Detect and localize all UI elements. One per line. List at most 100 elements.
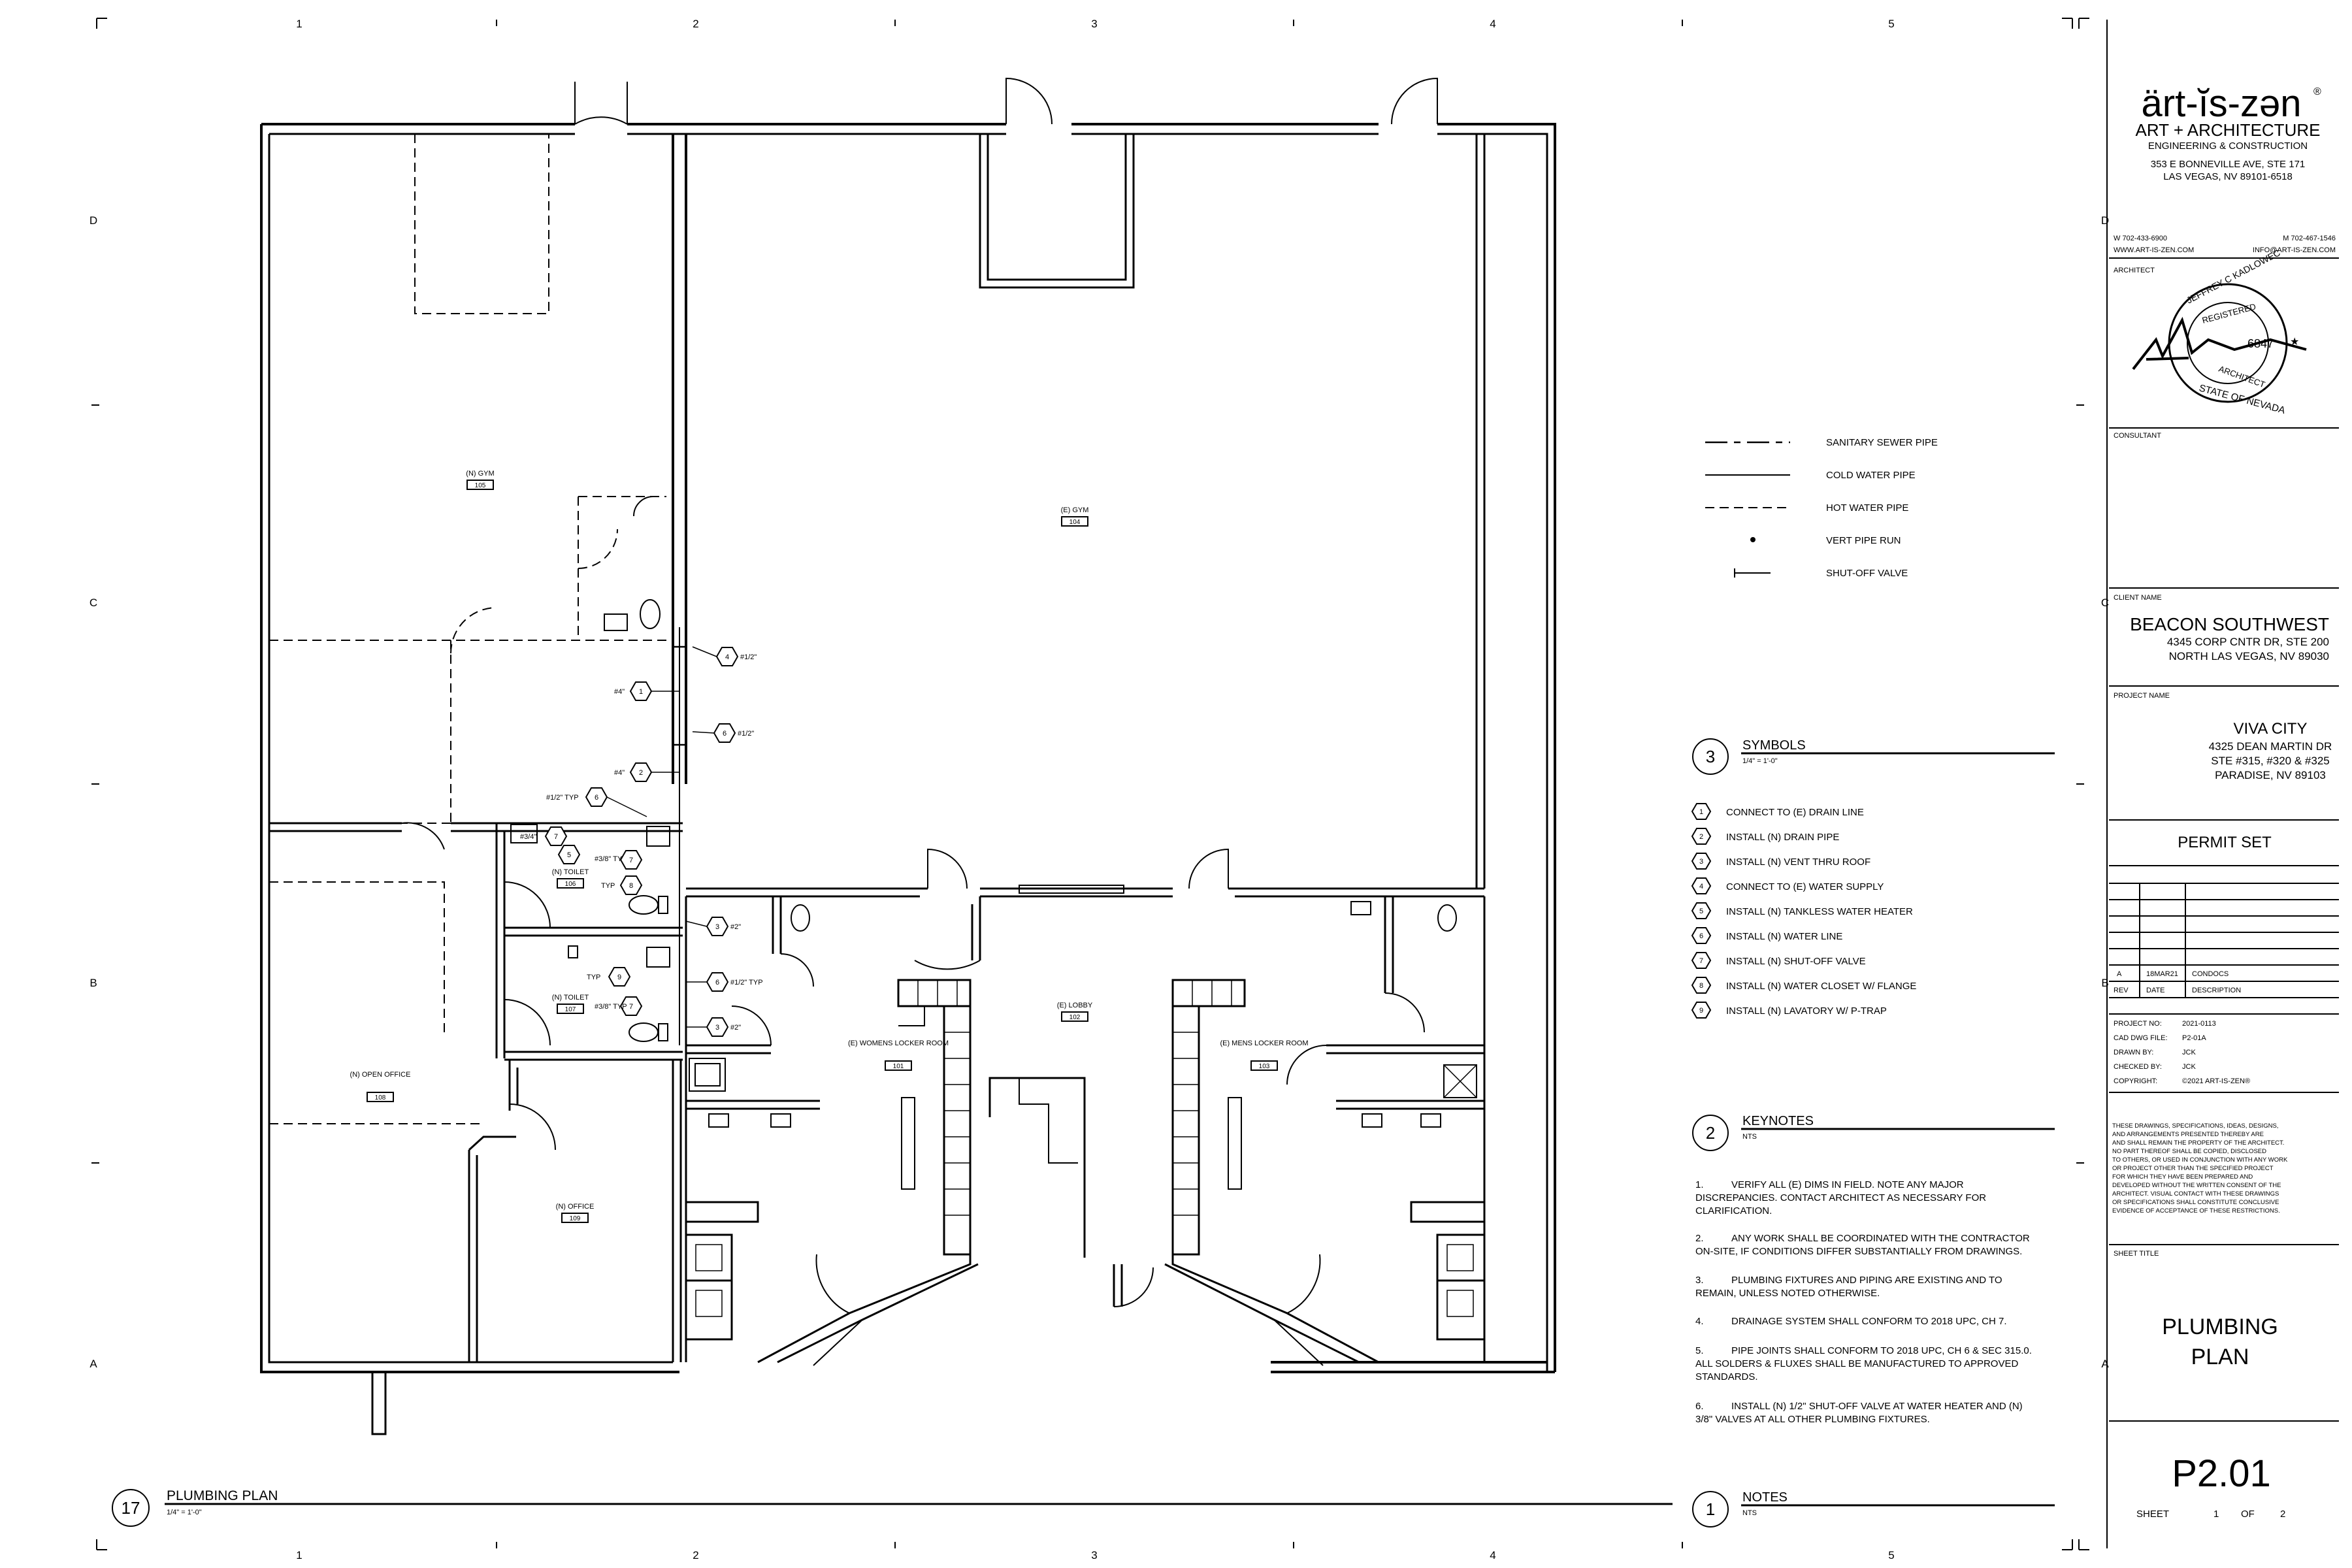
lavatory-existing	[1362, 1113, 1382, 1128]
detail-number: 2	[1706, 1123, 1715, 1143]
room-number-box	[557, 878, 584, 889]
shower-stalls	[686, 1233, 733, 1341]
door-swing	[815, 1254, 850, 1314]
project-address-2: STE #315, #320 & #325	[2211, 755, 2329, 767]
architect-label: ARCHITECT	[2114, 267, 2155, 274]
grid-col-label: 5	[1888, 18, 1894, 30]
disclaimer-line: DEVELOPED WITHOUT THE WRITTEN CONSENT OF…	[2112, 1182, 2281, 1189]
room-number: 108	[375, 1094, 386, 1102]
keynotes-title: KEYNOTES	[1742, 1114, 1814, 1128]
plumbing-callout: 8 TYP	[601, 875, 643, 895]
symbol-text: INSTALL (N) WATER CLOSET W/ FLANGE	[1726, 981, 1916, 992]
keynote-line: ON-SITE, IF CONDITIONS DIFFER SUBSTANTIA…	[1695, 1246, 2022, 1257]
grid-col-label: 4	[1490, 1549, 1495, 1561]
legend-label: COLD WATER PIPE	[1826, 470, 1916, 481]
toilet-tank	[658, 1023, 668, 1041]
exterior-wall-west	[260, 124, 679, 1373]
info-value: P2-01A	[2182, 1034, 2206, 1042]
disclaimer-line: EVIDENCE OF ACCEPTANCE OF THESE RESTRICT…	[2112, 1207, 2280, 1215]
revision-rev: A	[2117, 970, 2122, 978]
detail-number: 1	[1706, 1499, 1715, 1519]
door-swing	[574, 82, 628, 125]
symbol-hexagon	[1691, 828, 1712, 845]
corner-tick	[96, 1539, 107, 1550]
mop-sink-cross	[1443, 1064, 1477, 1098]
toilet-existing	[640, 599, 661, 629]
lobby-angled-wall	[1164, 1263, 1360, 1364]
symbols-title: SYMBOLS	[1742, 738, 1806, 753]
shower-fixture	[1446, 1244, 1474, 1271]
toilet-tank	[658, 896, 668, 914]
grid-ticks-top	[496, 20, 1683, 26]
room-label-e-gym: (E) GYM 104	[1061, 506, 1088, 527]
room-number: 106	[565, 881, 576, 888]
lobby-wall	[1113, 1264, 1123, 1307]
plan-title-block: 17 PLUMBING PLAN 1/4" = 1'-0"	[112, 1488, 1673, 1527]
revision-date: 18MAR21	[2146, 970, 2178, 978]
room-label-toilet-106: (N) TOILET 106	[552, 868, 589, 889]
grid-ticks-right	[2076, 404, 2084, 1164]
info-value: JCK	[2182, 1063, 2196, 1071]
room-name: (N) GYM	[466, 470, 494, 478]
lavatory-existing	[1420, 1113, 1441, 1128]
office-wall	[468, 1135, 516, 1362]
grid-ticks-left	[91, 404, 99, 1164]
grid-row-label: B	[90, 977, 97, 989]
callout-hexagon	[706, 917, 729, 936]
keynote: 5. PIPE JOINTS SHALL CONFORM TO 2018 UPC…	[1695, 1345, 2032, 1382]
grid-row-label: D	[2101, 214, 2109, 227]
grid-col-label: 2	[693, 1549, 698, 1561]
symbol-hexagon	[1691, 803, 1712, 820]
keynotes-scale: NTS	[1742, 1133, 1757, 1141]
callout-tag: 8	[629, 882, 633, 890]
room-label-n-gym: (N) GYM 105	[466, 470, 495, 490]
mop-sink-basin	[694, 1063, 721, 1086]
project-label: PROJECT NAME	[2114, 692, 2170, 700]
grid-row-label: D	[90, 214, 97, 227]
info-label: DRAWN BY:	[2114, 1049, 2153, 1056]
grid-row-label: B	[2101, 977, 2108, 989]
keynote-number: 4.	[1695, 1316, 1704, 1327]
lobby-angled-wall	[1171, 1254, 1379, 1364]
room-number: 105	[475, 482, 486, 489]
door-swing	[504, 999, 551, 1046]
sewer-pipe	[673, 645, 686, 746]
door-swing	[780, 953, 814, 987]
office-wall	[508, 1060, 519, 1111]
bench	[1228, 1097, 1242, 1190]
callout-tag: 7	[629, 1003, 633, 1011]
plumbing-callout: 3 #2"	[686, 1017, 741, 1037]
symbol-num: 6	[1699, 932, 1703, 940]
callout-tag: 6	[723, 730, 727, 738]
keynote-number: 5.	[1695, 1345, 1704, 1356]
symbols-scale: 1/4" = 1'-0"	[1742, 757, 1778, 765]
grid-markers: 1 2 3 4 5 1 2 3 4 5 D C B A D C B A	[90, 18, 2109, 1561]
symbol-text: CONNECT TO (E) WATER SUPPLY	[1726, 881, 1884, 892]
project-info: PROJECT NO: 2021-0113 CAD DWG FILE: P2-0…	[2109, 1013, 2339, 1093]
plumbing-callout: 6 #1/2" TYP	[546, 787, 647, 817]
exterior-wall-north-inner	[269, 133, 1548, 1372]
symbol-hexagon	[1691, 927, 1712, 944]
firm-address-1: 353 E BONNEVILLE AVE, STE 171	[2151, 159, 2306, 170]
reception-desk	[988, 1077, 1086, 1258]
wall-segment	[451, 822, 683, 832]
plan-scale: 1/4" = 1'-0"	[167, 1509, 202, 1516]
callout-hexagon	[713, 723, 736, 743]
sheet-index: 1	[2213, 1509, 2219, 1520]
toilet-new	[629, 1022, 659, 1042]
keynotes-block: 2 KEYNOTES NTS 1. VERIFY ALL (E) DIMS IN…	[1692, 1114, 2055, 1425]
door-swing	[731, 1005, 772, 1046]
door-swing	[1286, 1254, 1321, 1314]
symbol-num: 9	[1699, 1007, 1703, 1015]
corner-tick	[2078, 1539, 2089, 1550]
disclaimer-line: NO PART THEREOF SHALL BE COPIED, DISCLOS…	[2112, 1148, 2266, 1155]
keynote-line: DRAINAGE SYSTEM SHALL CONFORM TO 2018 UP…	[1731, 1316, 2007, 1327]
grid-col-label: 1	[296, 18, 302, 30]
corner-tick	[96, 18, 107, 29]
callout-hexagon	[715, 647, 739, 666]
lavatory-existing	[708, 1113, 729, 1128]
locker-wall	[1384, 896, 1394, 993]
door-swing	[450, 607, 497, 654]
wall-stub	[371, 1372, 387, 1435]
keynote-line: CLARIFICATION.	[1695, 1205, 1772, 1217]
